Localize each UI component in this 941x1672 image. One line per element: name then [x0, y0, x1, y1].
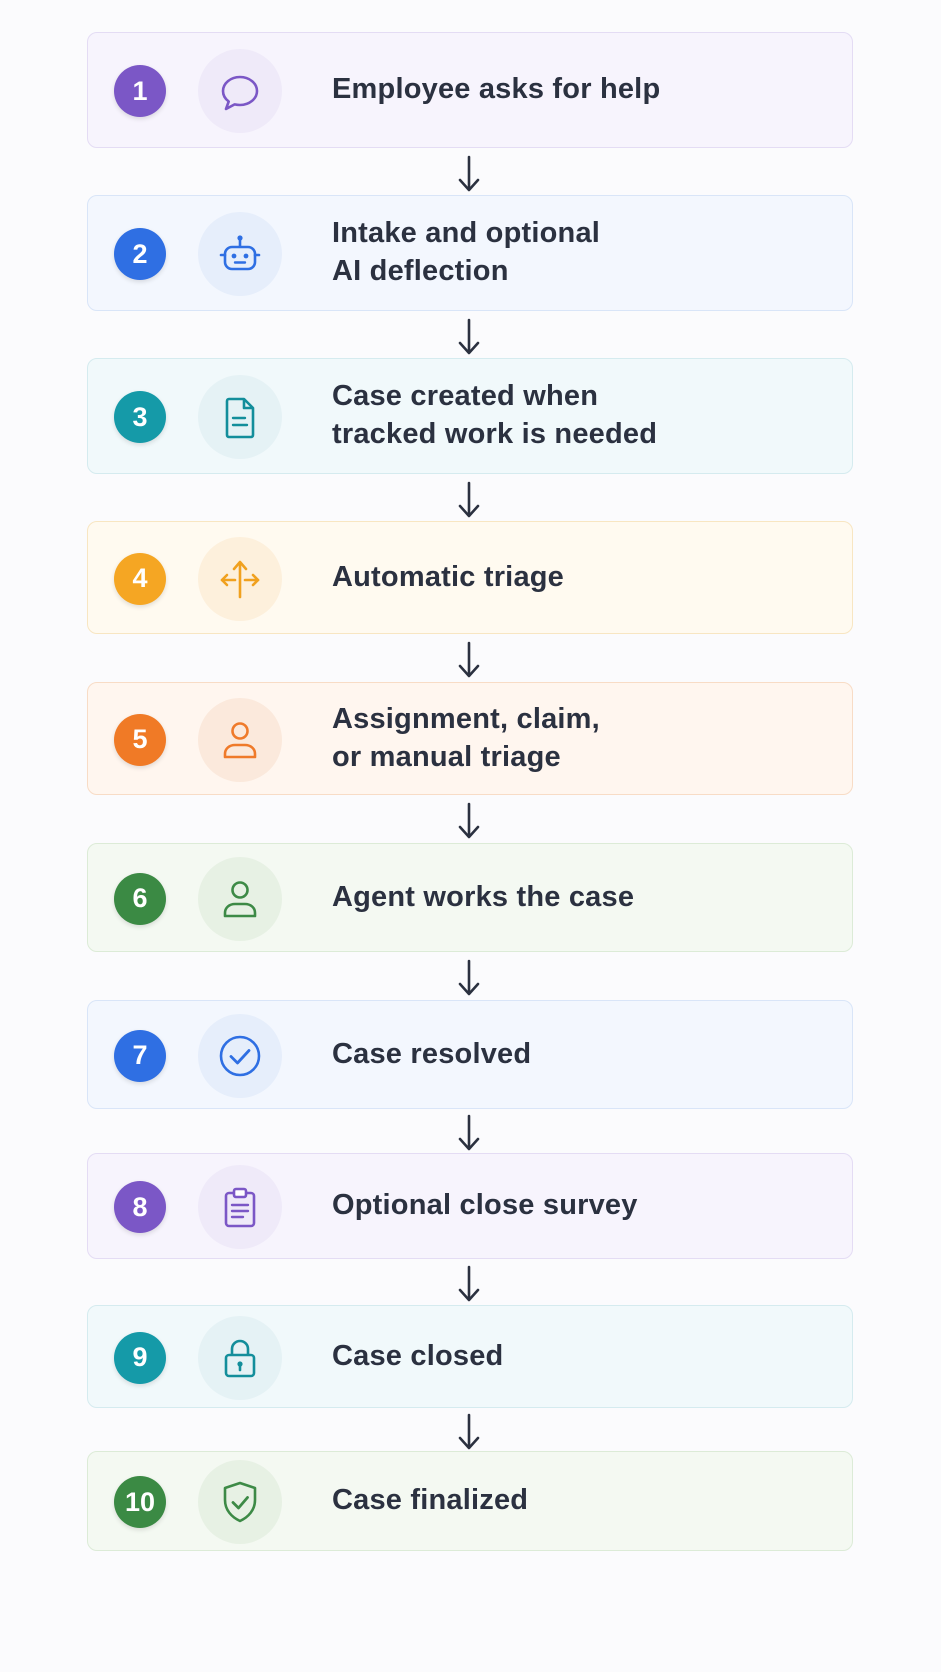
step-label: Intake and optional AI deflection [332, 217, 601, 287]
step-card-3: 3 Case created when tracked work is neede… [87, 358, 853, 474]
step-label: Employee asks for help [332, 73, 661, 105]
split-arrows-icon [198, 536, 282, 621]
step-card-9: 9 Case closed [87, 1305, 853, 1408]
flow-arrow-down-icon [458, 155, 480, 191]
check-circle-icon [198, 1013, 282, 1098]
step-label: Case created when tracked work is needed [332, 380, 658, 450]
step-label: Automatic triage [332, 560, 565, 593]
step-card-7: 7 Case resolved [87, 1000, 853, 1109]
step-card-4: 4 Automatic triage [87, 521, 853, 634]
flow-arrow-down-icon [458, 1114, 480, 1151]
step-number-badge: 3 [114, 391, 166, 443]
step-label: Case finalized [332, 1484, 529, 1516]
lock-icon [198, 1315, 282, 1400]
flow-arrow-down-icon [458, 641, 480, 678]
flow-arrow-down-icon [458, 481, 480, 517]
chat-bubble-icon [198, 49, 282, 133]
step-number-badge: 7 [114, 1029, 166, 1082]
step-label: Agent works the case [332, 880, 635, 913]
document-icon [198, 375, 282, 459]
step-label: Assignment, claim, or manual triage [332, 702, 600, 773]
step-card-2: 2 Intake and optional AI deflection [87, 195, 853, 311]
step-number-badge: 5 [114, 713, 166, 766]
step-label: Case closed [332, 1339, 504, 1372]
step-number-badge: 10 [114, 1476, 166, 1528]
person-icon [198, 697, 282, 782]
step-label: Optional close survey [332, 1189, 638, 1221]
robot-icon [198, 212, 282, 296]
step-number-badge: 4 [114, 552, 166, 605]
flow-arrow-down-icon [458, 1265, 480, 1302]
flow-arrow-down-icon [458, 318, 480, 354]
step-number-badge: 9 [114, 1331, 166, 1384]
step-number-badge: 6 [114, 872, 166, 925]
step-number-badge: 1 [114, 65, 166, 117]
step-number-badge: 2 [114, 228, 166, 280]
shield-check-icon [198, 1460, 282, 1544]
flow-arrow-down-icon [458, 959, 480, 996]
step-label: Case resolved [332, 1037, 532, 1070]
step-card-6: 6 Agent works the case [87, 843, 853, 952]
clipboard-icon [198, 1165, 282, 1249]
flow-arrow-down-icon [458, 1413, 480, 1449]
step-card-10: 10 Case finalized [87, 1451, 853, 1551]
flow-arrow-down-icon [458, 802, 480, 839]
step-number-badge: 8 [114, 1181, 166, 1233]
step-card-8: 8 Optional close survey [87, 1153, 853, 1259]
step-card-1: 1 Employee asks for help [87, 32, 853, 148]
agent-person-icon [198, 856, 282, 941]
step-card-5: 5 Assignment, claim, or manual triage [87, 682, 853, 795]
